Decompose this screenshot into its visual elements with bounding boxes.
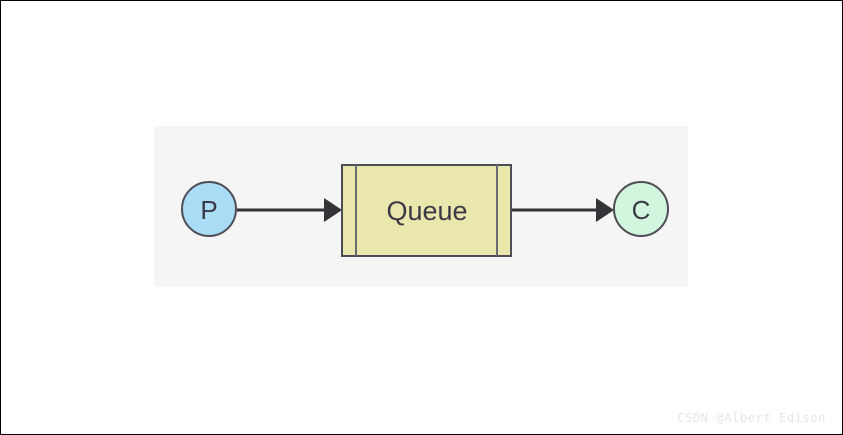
node-queue-label: Queue xyxy=(386,196,467,226)
edge-producer-to-queue[interactable] xyxy=(237,198,342,222)
producer-circle xyxy=(181,181,237,237)
watermark-text: CSDN @Albert Edison xyxy=(677,411,826,425)
arrowhead-icon xyxy=(324,198,342,222)
node-queue[interactable]: Queue xyxy=(341,164,512,257)
consumer-circle xyxy=(613,181,669,237)
node-producer[interactable]: P xyxy=(181,181,237,237)
node-consumer[interactable]: C xyxy=(613,181,669,237)
edge-queue-to-consumer[interactable] xyxy=(511,198,614,222)
queue-box-outline xyxy=(341,164,512,257)
node-producer-label: P xyxy=(200,195,217,225)
arrowhead-icon xyxy=(596,198,614,222)
node-consumer-label: C xyxy=(632,195,651,225)
